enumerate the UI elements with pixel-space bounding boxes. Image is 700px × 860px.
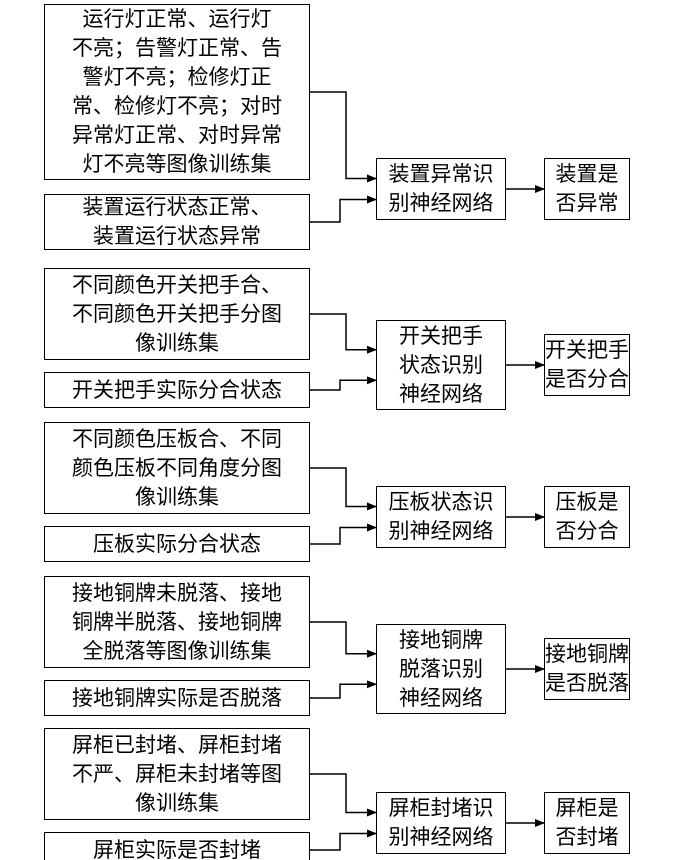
actual-state-box-line: 压板实际分合状态	[93, 531, 261, 556]
state-arrow	[310, 829, 377, 851]
actual-state-box-line: 接地铜牌实际是否脱落	[72, 685, 282, 710]
training-set-box-line: 运行灯正常、运行灯	[82, 7, 272, 31]
result-box-line: 压板是	[555, 490, 619, 514]
training-set-box-line: 不严、屏柜未封堵等图	[72, 761, 282, 786]
training-set-box-line: 不同颜色开关把手合、	[72, 272, 282, 297]
training-set-box-line: 常、检修灯不亮；对时	[72, 94, 282, 118]
result-box-line: 否异常	[555, 191, 619, 215]
actual-state-box: 接地铜牌实际是否脱落	[44, 680, 310, 716]
result-box-line: 否封堵	[555, 825, 619, 849]
neural-network-box: 屏柜封堵识别神经网络	[376, 792, 506, 854]
result-box-line: 否分合	[555, 519, 619, 543]
training-arrow	[310, 467, 377, 511]
neural-network-box-line: 别神经网络	[388, 825, 494, 849]
neural-network-box: 接地铜牌脱落识别神经网络	[376, 624, 506, 714]
state-arrow	[310, 523, 377, 545]
state-arrow	[310, 376, 377, 391]
result-box: 屏柜是否封堵	[544, 792, 630, 854]
result-box: 装置是否异常	[544, 158, 630, 220]
actual-state-box: 开关把手实际分合状态	[44, 372, 310, 408]
training-set-box-line: 异常灯正常、对时异常	[72, 123, 282, 147]
actual-state-box-line: 屏柜实际是否封堵	[93, 837, 261, 860]
neural-network-box-line: 压板状态识	[388, 490, 494, 514]
result-box-line: 屏柜是	[555, 796, 619, 820]
neural-network-box: 装置异常识别神经网络	[376, 158, 506, 220]
actual-state-box: 装置运行状态正常、装置运行状态异常	[44, 194, 310, 250]
training-set-box-line: 不同颜色开关把手分图	[72, 301, 282, 326]
neural-network-box-line: 装置异常识	[388, 162, 494, 186]
actual-state-box-line: 装置运行状态正常、	[82, 195, 272, 219]
training-arrow	[310, 313, 377, 354]
training-set-box-line: 全脱落等图像训练集	[82, 638, 272, 663]
neural-network-box-line: 神经网络	[399, 685, 483, 710]
neural-network-box-line: 别神经网络	[388, 191, 494, 215]
training-set-box-line: 灯不亮等图像训练集	[82, 152, 272, 176]
result-box-line: 是否脱落	[545, 671, 629, 695]
actual-state-box: 压板实际分合状态	[44, 526, 310, 562]
actual-state-box: 屏柜实际是否封堵	[44, 832, 310, 860]
training-set-box: 不同颜色压板合、不同颜色压板不同角度分图像训练集	[44, 422, 310, 514]
neural-network-box-line: 接地铜牌	[399, 627, 483, 652]
neural-network-box: 压板状态识别神经网络	[376, 486, 506, 548]
training-set-box-line: 像训练集	[135, 330, 219, 355]
neural-network-box-line: 别神经网络	[388, 519, 494, 543]
result-box: 接地铜牌是否脱落	[544, 638, 630, 700]
training-set-box-line: 颜色压板不同角度分图	[72, 455, 282, 480]
result-box: 压板是否分合	[544, 486, 630, 548]
training-arrow	[310, 91, 377, 183]
result-box: 开关把手是否分合	[544, 334, 630, 396]
neural-network-box-line: 开关把手	[399, 323, 483, 348]
actual-state-box-line: 装置运行状态异常	[93, 224, 261, 248]
training-set-box: 运行灯正常、运行灯不亮；告警灯正常、告警灯不亮；检修灯正常、检修灯不亮；对时异常…	[44, 4, 310, 180]
neural-network-box-line: 屏柜封堵识	[388, 796, 494, 820]
training-set-box-line: 接地铜牌未脱落、接地	[72, 580, 282, 605]
training-set-box-line: 警灯不亮；检修灯正	[82, 65, 272, 89]
training-set-box-line: 铜牌半脱落、接地铜牌	[72, 609, 282, 634]
neural-network-box-line: 状态识别	[399, 352, 483, 377]
training-arrow	[310, 773, 377, 817]
state-arrow	[310, 195, 377, 223]
result-box-line: 是否分合	[545, 367, 629, 391]
state-arrow	[310, 680, 377, 699]
training-set-box-line: 屏柜已封堵、屏柜封堵	[72, 732, 282, 757]
neural-network-box: 开关把手状态识别神经网络	[376, 320, 506, 410]
actual-state-box-line: 开关把手实际分合状态	[72, 377, 282, 402]
training-set-box-line: 不同颜色压板合、不同	[72, 426, 282, 451]
result-box-line: 接地铜牌	[545, 642, 629, 666]
training-set-box-line: 像训练集	[135, 790, 219, 815]
result-box-line: 装置是	[555, 162, 619, 186]
result-box-line: 开关把手	[545, 338, 629, 362]
training-arrow	[310, 621, 377, 658]
training-set-box-line: 像训练集	[135, 484, 219, 509]
neural-network-box-line: 神经网络	[399, 381, 483, 406]
neural-network-box-line: 脱落识别	[399, 656, 483, 681]
training-set-box: 不同颜色开关把手合、不同颜色开关把手分图像训练集	[44, 268, 310, 360]
training-set-box-line: 不亮；告警灯正常、告	[72, 36, 282, 60]
training-set-box: 屏柜已封堵、屏柜封堵不严、屏柜未封堵等图像训练集	[44, 728, 310, 820]
training-set-box: 接地铜牌未脱落、接地铜牌半脱落、接地铜牌全脱落等图像训练集	[44, 576, 310, 668]
